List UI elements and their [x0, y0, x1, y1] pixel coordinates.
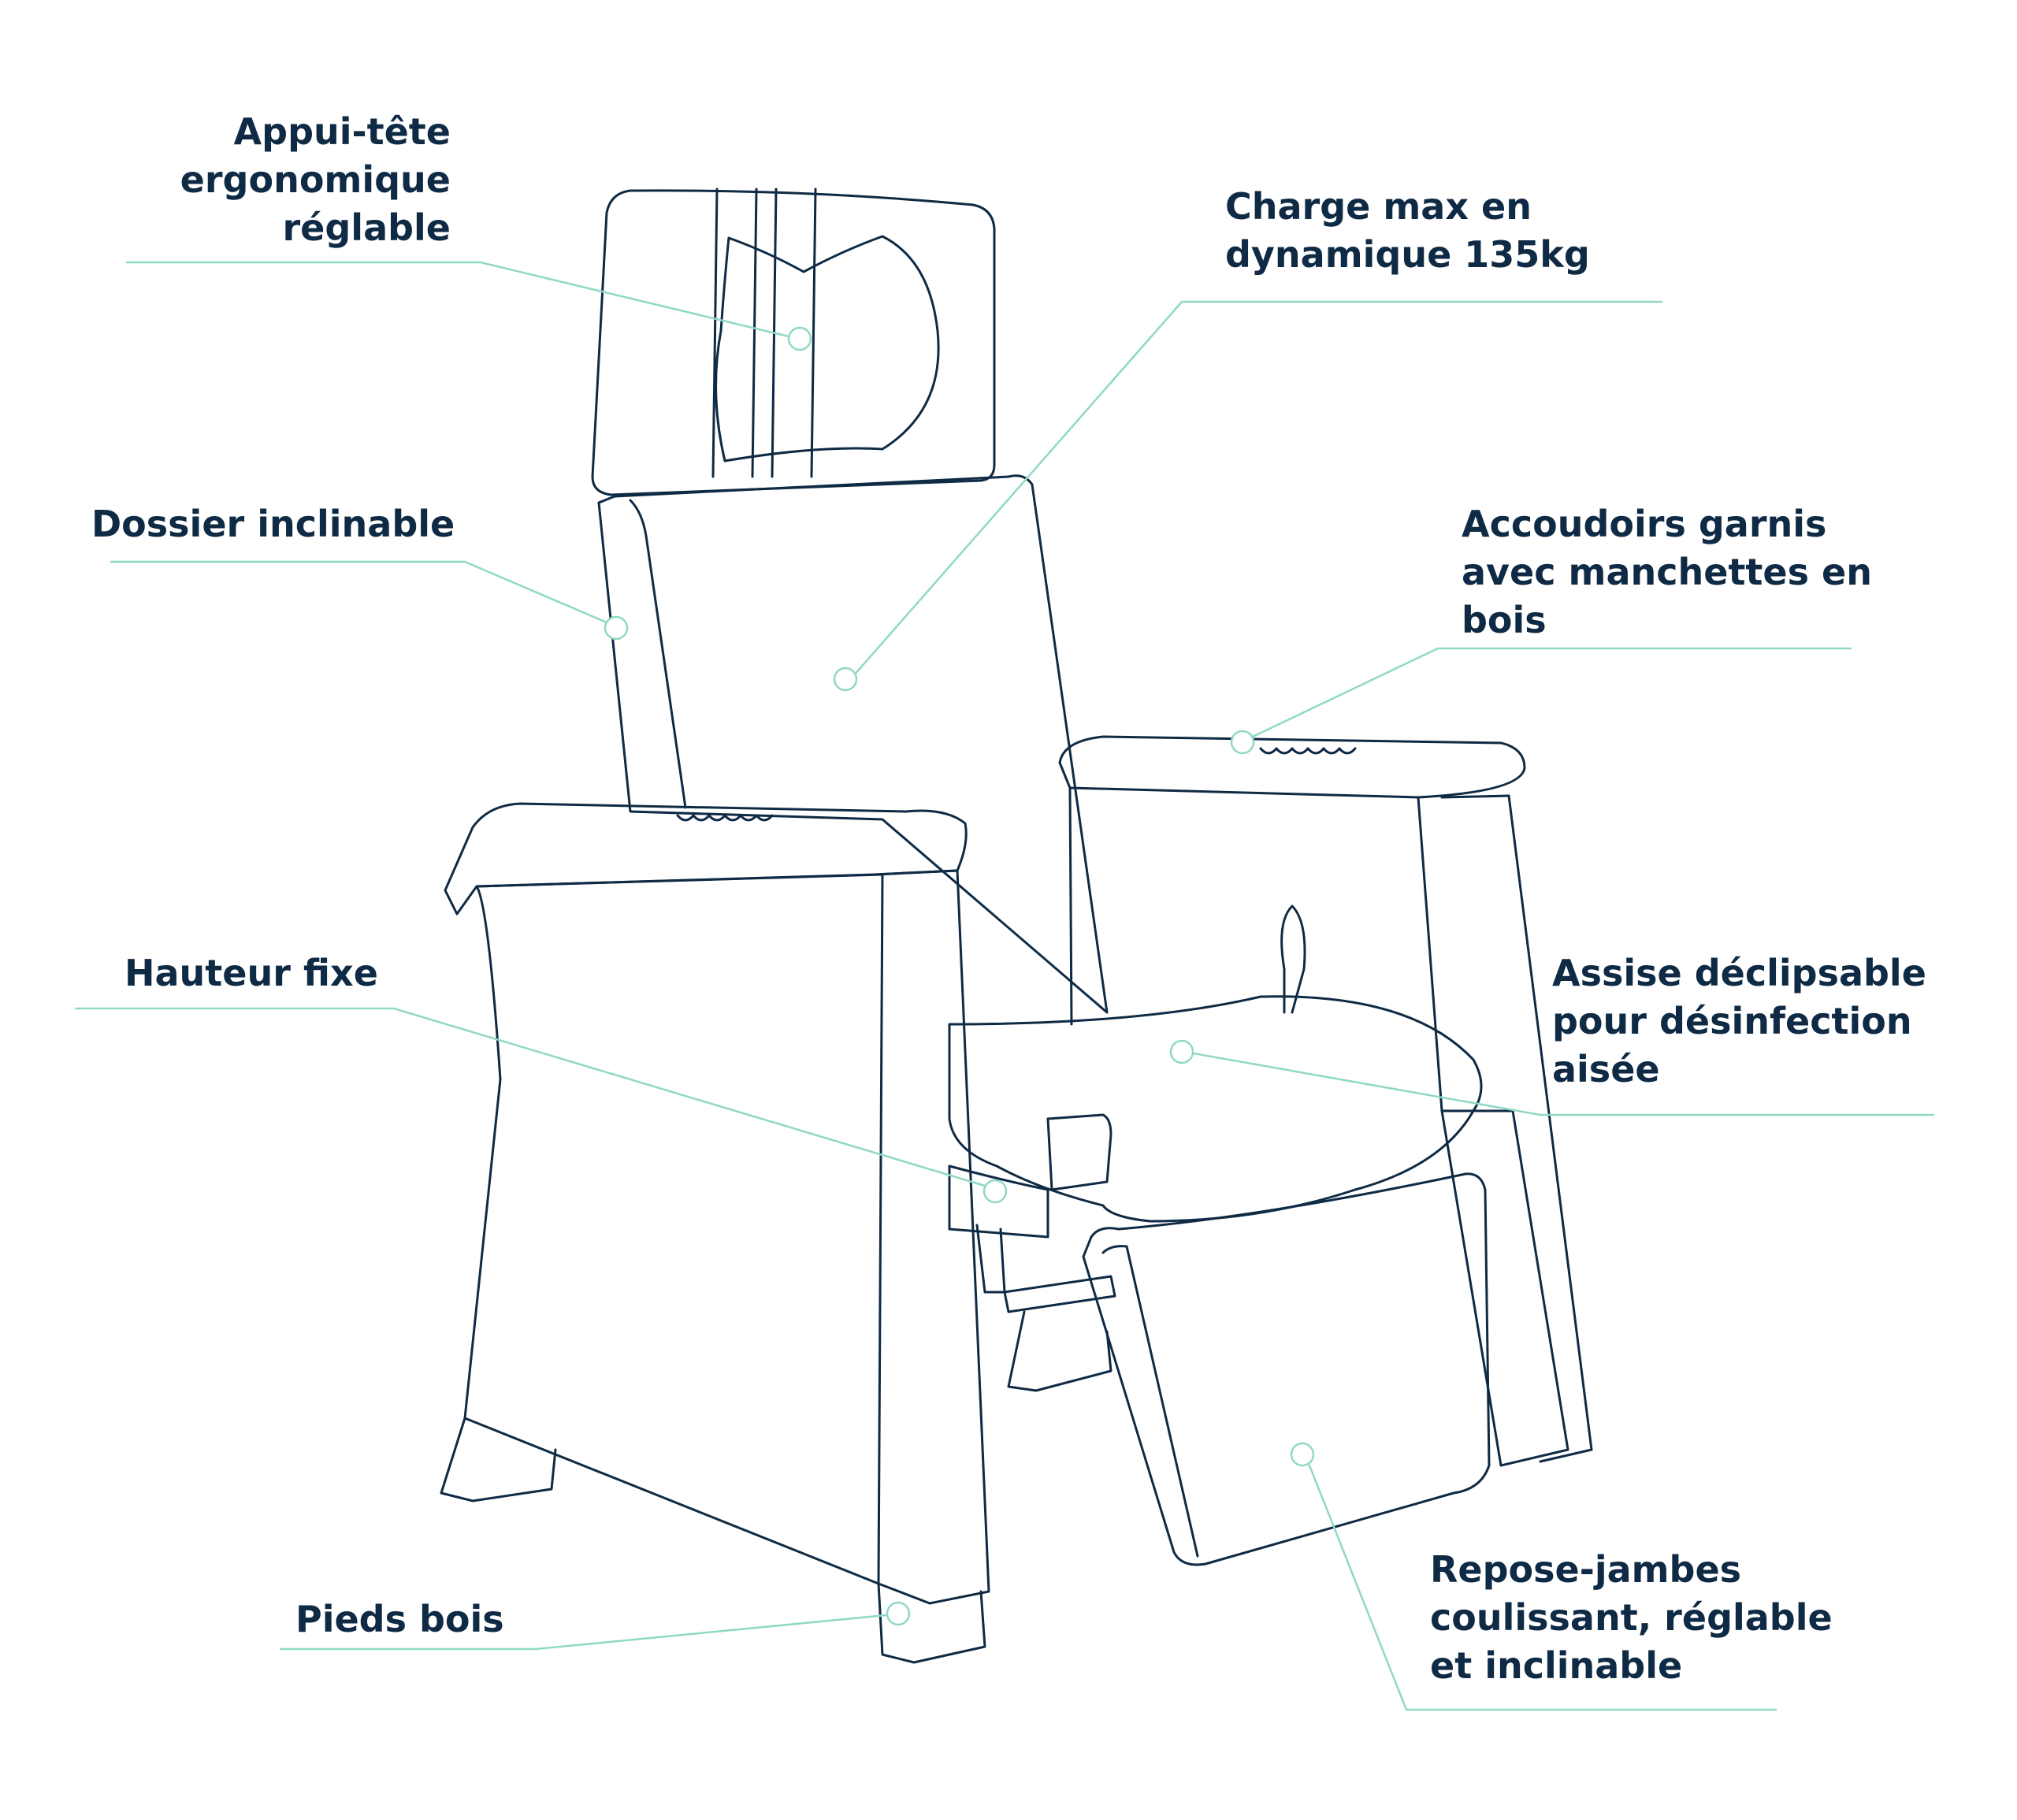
seat-clip: [1046, 1113, 1113, 1191]
callout-seat-line-2: pour désinfection: [1552, 1000, 1912, 1042]
load-dot: [833, 667, 858, 692]
armrest-right-side: [1068, 786, 1510, 1112]
callout-armrests-line-2: avec manchettes en: [1462, 551, 1872, 593]
headrest-dot: [787, 326, 812, 351]
callout-headrest: Appui-tête ergonomique réglable: [180, 108, 451, 252]
armrest-right-top: [1058, 735, 1526, 799]
legrest-bracket: [1007, 1310, 1113, 1392]
legrest-support: [975, 1224, 1006, 1294]
callout-load-line-1: Charge max en: [1225, 185, 1532, 228]
headrest-strap-left: [711, 188, 719, 478]
left-side-panel: [463, 873, 884, 1585]
callout-load: Charge max en dynamique 135kg: [1225, 183, 1590, 279]
seat-dot: [1169, 1039, 1194, 1064]
callout-headrest-line-3: réglable: [282, 206, 451, 249]
left-back-foot: [440, 1417, 557, 1502]
backrest-outline: [597, 474, 1109, 1014]
callout-headrest-line-1: Appui-tête: [233, 110, 451, 153]
height-leader: [75, 1007, 986, 1187]
backrest-edge: [629, 499, 687, 809]
callout-height-line-1: Hauteur fixe: [124, 952, 378, 994]
headrest-pillow: [715, 235, 940, 462]
chair-drawing: [440, 188, 1593, 1664]
callout-armrests: Accoudoirs garnis avec manchettes en boi…: [1462, 500, 1872, 644]
callout-backrest-line-1: Dossier inclinable: [91, 503, 455, 545]
callout-load-line-2: dynamique 135kg: [1225, 233, 1590, 276]
callout-legrest-line-2: coulissant, réglable: [1430, 1596, 1833, 1639]
left-front-foot: [877, 1582, 986, 1664]
armrest-left-buttons: [676, 814, 774, 822]
callout-feet-line-1: Pieds bois: [295, 1598, 504, 1640]
callout-backrest: Dossier inclinable: [91, 500, 455, 548]
legrest-rail: [1003, 1275, 1116, 1313]
armrest-left-top: [444, 802, 968, 916]
legrest-leader: [1306, 1461, 1777, 1711]
callout-feet: Pieds bois: [295, 1595, 504, 1644]
headrest-outline: [591, 189, 996, 496]
seat-leader: [1193, 1052, 1934, 1116]
feet-leader: [280, 1614, 887, 1651]
callout-headrest-line-2: ergonomique: [180, 158, 451, 201]
legrest-inner: [1101, 1245, 1199, 1558]
callout-legrest: Repose-jambes coulissant, réglable et in…: [1430, 1546, 1833, 1690]
headrest-inner-left: [751, 188, 758, 478]
armrests-dot: [1230, 730, 1255, 755]
legrest-panel: [1082, 1172, 1491, 1566]
load-leader: [852, 300, 1662, 677]
legrest-dot: [1290, 1442, 1315, 1467]
feet-dot: [886, 1601, 911, 1626]
seat-base: [948, 1164, 1049, 1239]
height-dot: [982, 1179, 1008, 1204]
callout-legrest-line-1: Repose-jambes: [1430, 1548, 1742, 1591]
seat-lever: [1280, 904, 1306, 1014]
leader-lines: [75, 261, 1934, 1711]
headrest-leader: [126, 261, 793, 339]
callout-armrests-line-1: Accoudoirs garnis: [1462, 503, 1827, 545]
headrest-strap-right: [810, 188, 817, 478]
armrest-right-leg: [1440, 1109, 1569, 1467]
callout-height: Hauteur fixe: [124, 949, 378, 997]
backrest-leader: [110, 560, 607, 624]
callout-seat-line-1: Assise déclipsable: [1552, 952, 1926, 994]
seat-cushion: [948, 995, 1483, 1223]
backrest-dot: [604, 615, 629, 641]
callout-legrest-line-3: et inclinable: [1430, 1644, 1683, 1687]
armrests-leader: [1252, 647, 1852, 738]
callout-seat-line-3: aisée: [1552, 1048, 1660, 1090]
armrest-right-post: [1507, 794, 1593, 1463]
callout-armrests-line-3: bois: [1462, 599, 1547, 641]
left-side-post: [873, 869, 990, 1605]
armrest-right-buttons: [1259, 747, 1357, 755]
callout-seat: Assise déclipsable pour désinfection ais…: [1552, 949, 1926, 1094]
